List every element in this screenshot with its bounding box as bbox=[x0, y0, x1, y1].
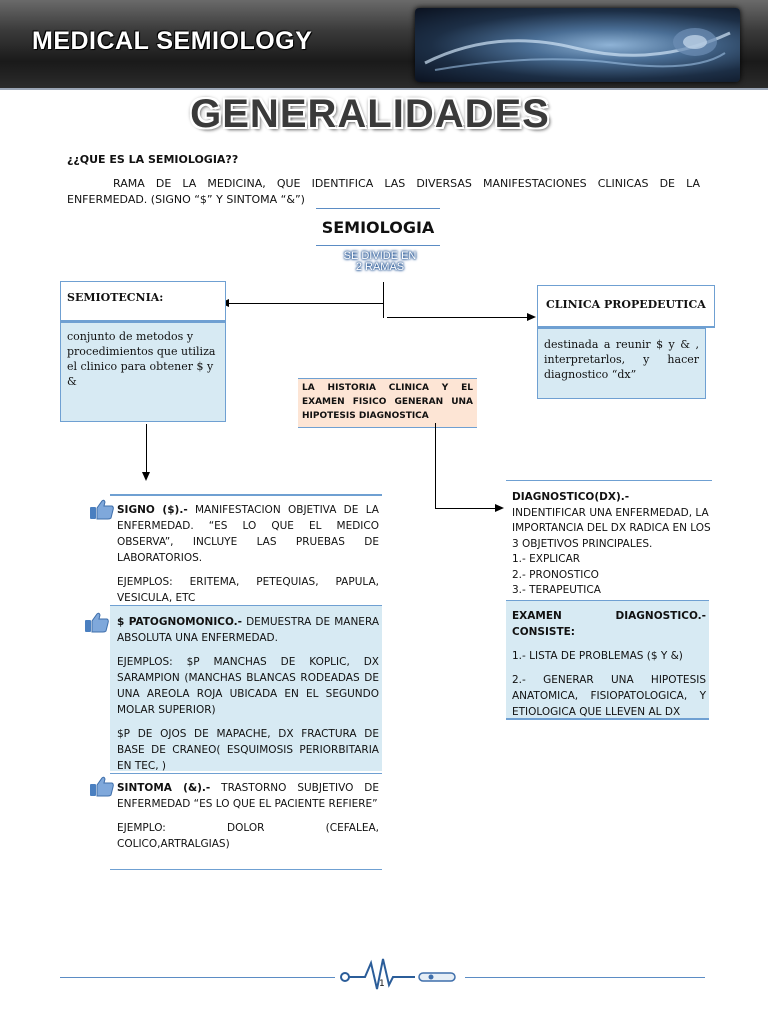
connector-historia-right bbox=[435, 508, 495, 509]
stethoscope-image bbox=[415, 8, 740, 82]
arrow-right-icon bbox=[495, 504, 504, 512]
examen-item-2: 2.- GENERAR UNA HIPOTESIS ANATOMICA, FIS… bbox=[512, 674, 706, 718]
header-divider bbox=[0, 88, 768, 90]
diagnostico-title: DIAGNOSTICO(DX).- bbox=[512, 491, 630, 503]
stethoscope-graphic bbox=[424, 28, 731, 71]
signo-examples: EJEMPLOS: ERITEMA, PETEQUIAS, PAPULA, VE… bbox=[117, 576, 379, 604]
signo-title: SIGNO ($).- bbox=[117, 504, 188, 516]
patognomonico-section: $ PATOGNOMONICO.- DEMUESTRA DE MANERA AB… bbox=[110, 605, 382, 772]
examen-section: EXAMEN DIAGNOSTICO.- CONSISTE: 1.- LISTA… bbox=[506, 600, 709, 720]
branch-label-line1: SE DIVIDE EN bbox=[343, 250, 417, 262]
thumbs-up-icon bbox=[85, 612, 109, 633]
patognomonico-example-2: $P DE OJOS DE MAPACHE, DX FRACTURA DE BA… bbox=[117, 728, 379, 772]
connector-vertical bbox=[383, 282, 384, 318]
connector-historia-down bbox=[435, 423, 436, 509]
clinica-description: destinada a reunir $ y & , interpretarlo… bbox=[537, 328, 706, 399]
heartbeat-stethoscope-icon bbox=[335, 958, 465, 990]
page-number: 1 bbox=[379, 979, 385, 989]
diagnostico-item: 1.- EXPLICAR bbox=[512, 553, 581, 565]
connector-right bbox=[387, 317, 527, 318]
semiotecnia-description: conjunto de metodos y procedimientos que… bbox=[60, 322, 226, 422]
arrow-right-icon bbox=[527, 313, 536, 321]
diagnostico-item: 2.- PRONOSTICO bbox=[512, 568, 599, 581]
patognomonico-text: DEMUESTRA DE MANERA ABSOLUTA UNA ENFERME… bbox=[117, 616, 379, 644]
branch-label: SE DIVIDE EN 2 RAMAS bbox=[336, 251, 424, 273]
semiotecnia-heading: SEMIOTECNIA: bbox=[60, 281, 226, 322]
sintoma-title: SINTOMA (&).- bbox=[117, 782, 211, 794]
header-title: MEDICAL SEMIOLOGY bbox=[32, 27, 313, 55]
clinica-heading: CLINICA PROPEDEUTICA bbox=[537, 285, 715, 328]
thumbs-up-icon bbox=[90, 776, 114, 797]
diagnostico-text: INDENTIFICAR UNA ENFERMEDAD, LA IMPORTAN… bbox=[512, 506, 711, 550]
semiologia-node: SEMIOLOGIA bbox=[316, 208, 440, 246]
sintoma-example: EJEMPLO: DOLOR (CEFALEA, COLICO,ARTRALGI… bbox=[117, 822, 379, 850]
intro-question: ¿¿QUE ES LA SEMIOLOGIA?? bbox=[67, 153, 239, 166]
historia-clinica-box: LA HISTORIA CLINICA Y EL EXAMEN FISICO G… bbox=[298, 378, 477, 428]
signo-text: MANIFESTACION OBJETIVA DE LA ENFERMEDAD.… bbox=[117, 504, 379, 564]
diagnostico-item: 3.- TERAPEUTICA bbox=[512, 584, 601, 596]
patognomonico-title: $ PATOGNOMONICO.- bbox=[117, 616, 242, 628]
sintoma-section: SINTOMA (&).- TRASTORNO SUBJETIVO DE ENF… bbox=[110, 773, 382, 870]
examen-item-1: 1.- LISTA DE PROBLEMAS ($ Y &) bbox=[512, 650, 683, 662]
patognomonico-example-1: EJEMPLOS: $P MANCHAS DE KOPLIC, DX SARAM… bbox=[117, 656, 379, 716]
intro-answer: RAMA DE LA MEDICINA, QUE IDENTIFICA LAS … bbox=[67, 176, 700, 208]
signo-section: SIGNO ($).- MANIFESTACION OBJETIVA DE LA… bbox=[110, 494, 382, 614]
examen-title: EXAMEN DIAGNOSTICO.- CONSISTE: bbox=[512, 610, 706, 638]
sintoma-text: TRASTORNO SUBJETIVO DE ENFERMEDAD “ES LO… bbox=[117, 782, 380, 810]
connector-down bbox=[146, 424, 147, 472]
page-title: GENERALIDADES bbox=[190, 92, 550, 136]
thumbs-up-icon bbox=[90, 499, 114, 520]
branch-label-line2: 2 RAMAS bbox=[355, 261, 405, 273]
connector-left bbox=[228, 303, 383, 304]
arrow-down-icon bbox=[142, 472, 150, 481]
intro-answer-text: RAMA DE LA MEDICINA, QUE IDENTIFICA LAS … bbox=[67, 177, 700, 206]
diagnostico-section: DIAGNOSTICO(DX).- INDENTIFICAR UNA ENFER… bbox=[506, 480, 712, 599]
